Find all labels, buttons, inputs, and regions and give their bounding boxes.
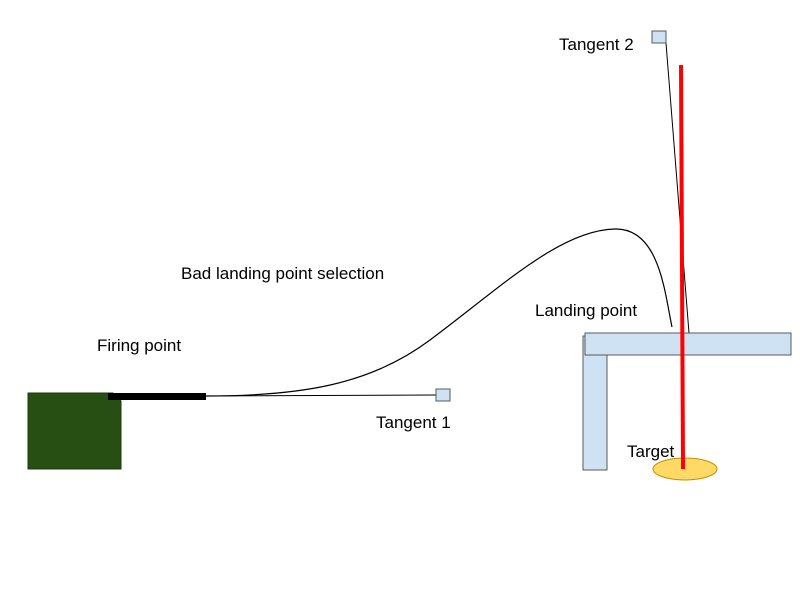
firing-point-label: Firing point (97, 336, 181, 355)
tangent-1-label: Tangent 1 (376, 413, 451, 432)
tank-barrel (108, 393, 206, 400)
trajectory-curve (205, 228, 673, 397)
landing-point-label: Landing point (535, 301, 637, 320)
vertical-drop-line (679, 64, 685, 470)
tank-body (27, 392, 122, 470)
tangent-2-label: Tangent 2 (559, 35, 634, 54)
building-wall (582, 335, 608, 471)
target-label: Target (627, 442, 675, 461)
tangent-1-line (205, 394, 437, 397)
tangent-2-handle (651, 30, 667, 44)
tangent-1-handle (435, 388, 451, 402)
building-roof (584, 332, 792, 356)
bad-landing-label: Bad landing point selection (181, 264, 384, 283)
target-marker (652, 457, 718, 481)
tangent-2-line (665, 42, 690, 334)
